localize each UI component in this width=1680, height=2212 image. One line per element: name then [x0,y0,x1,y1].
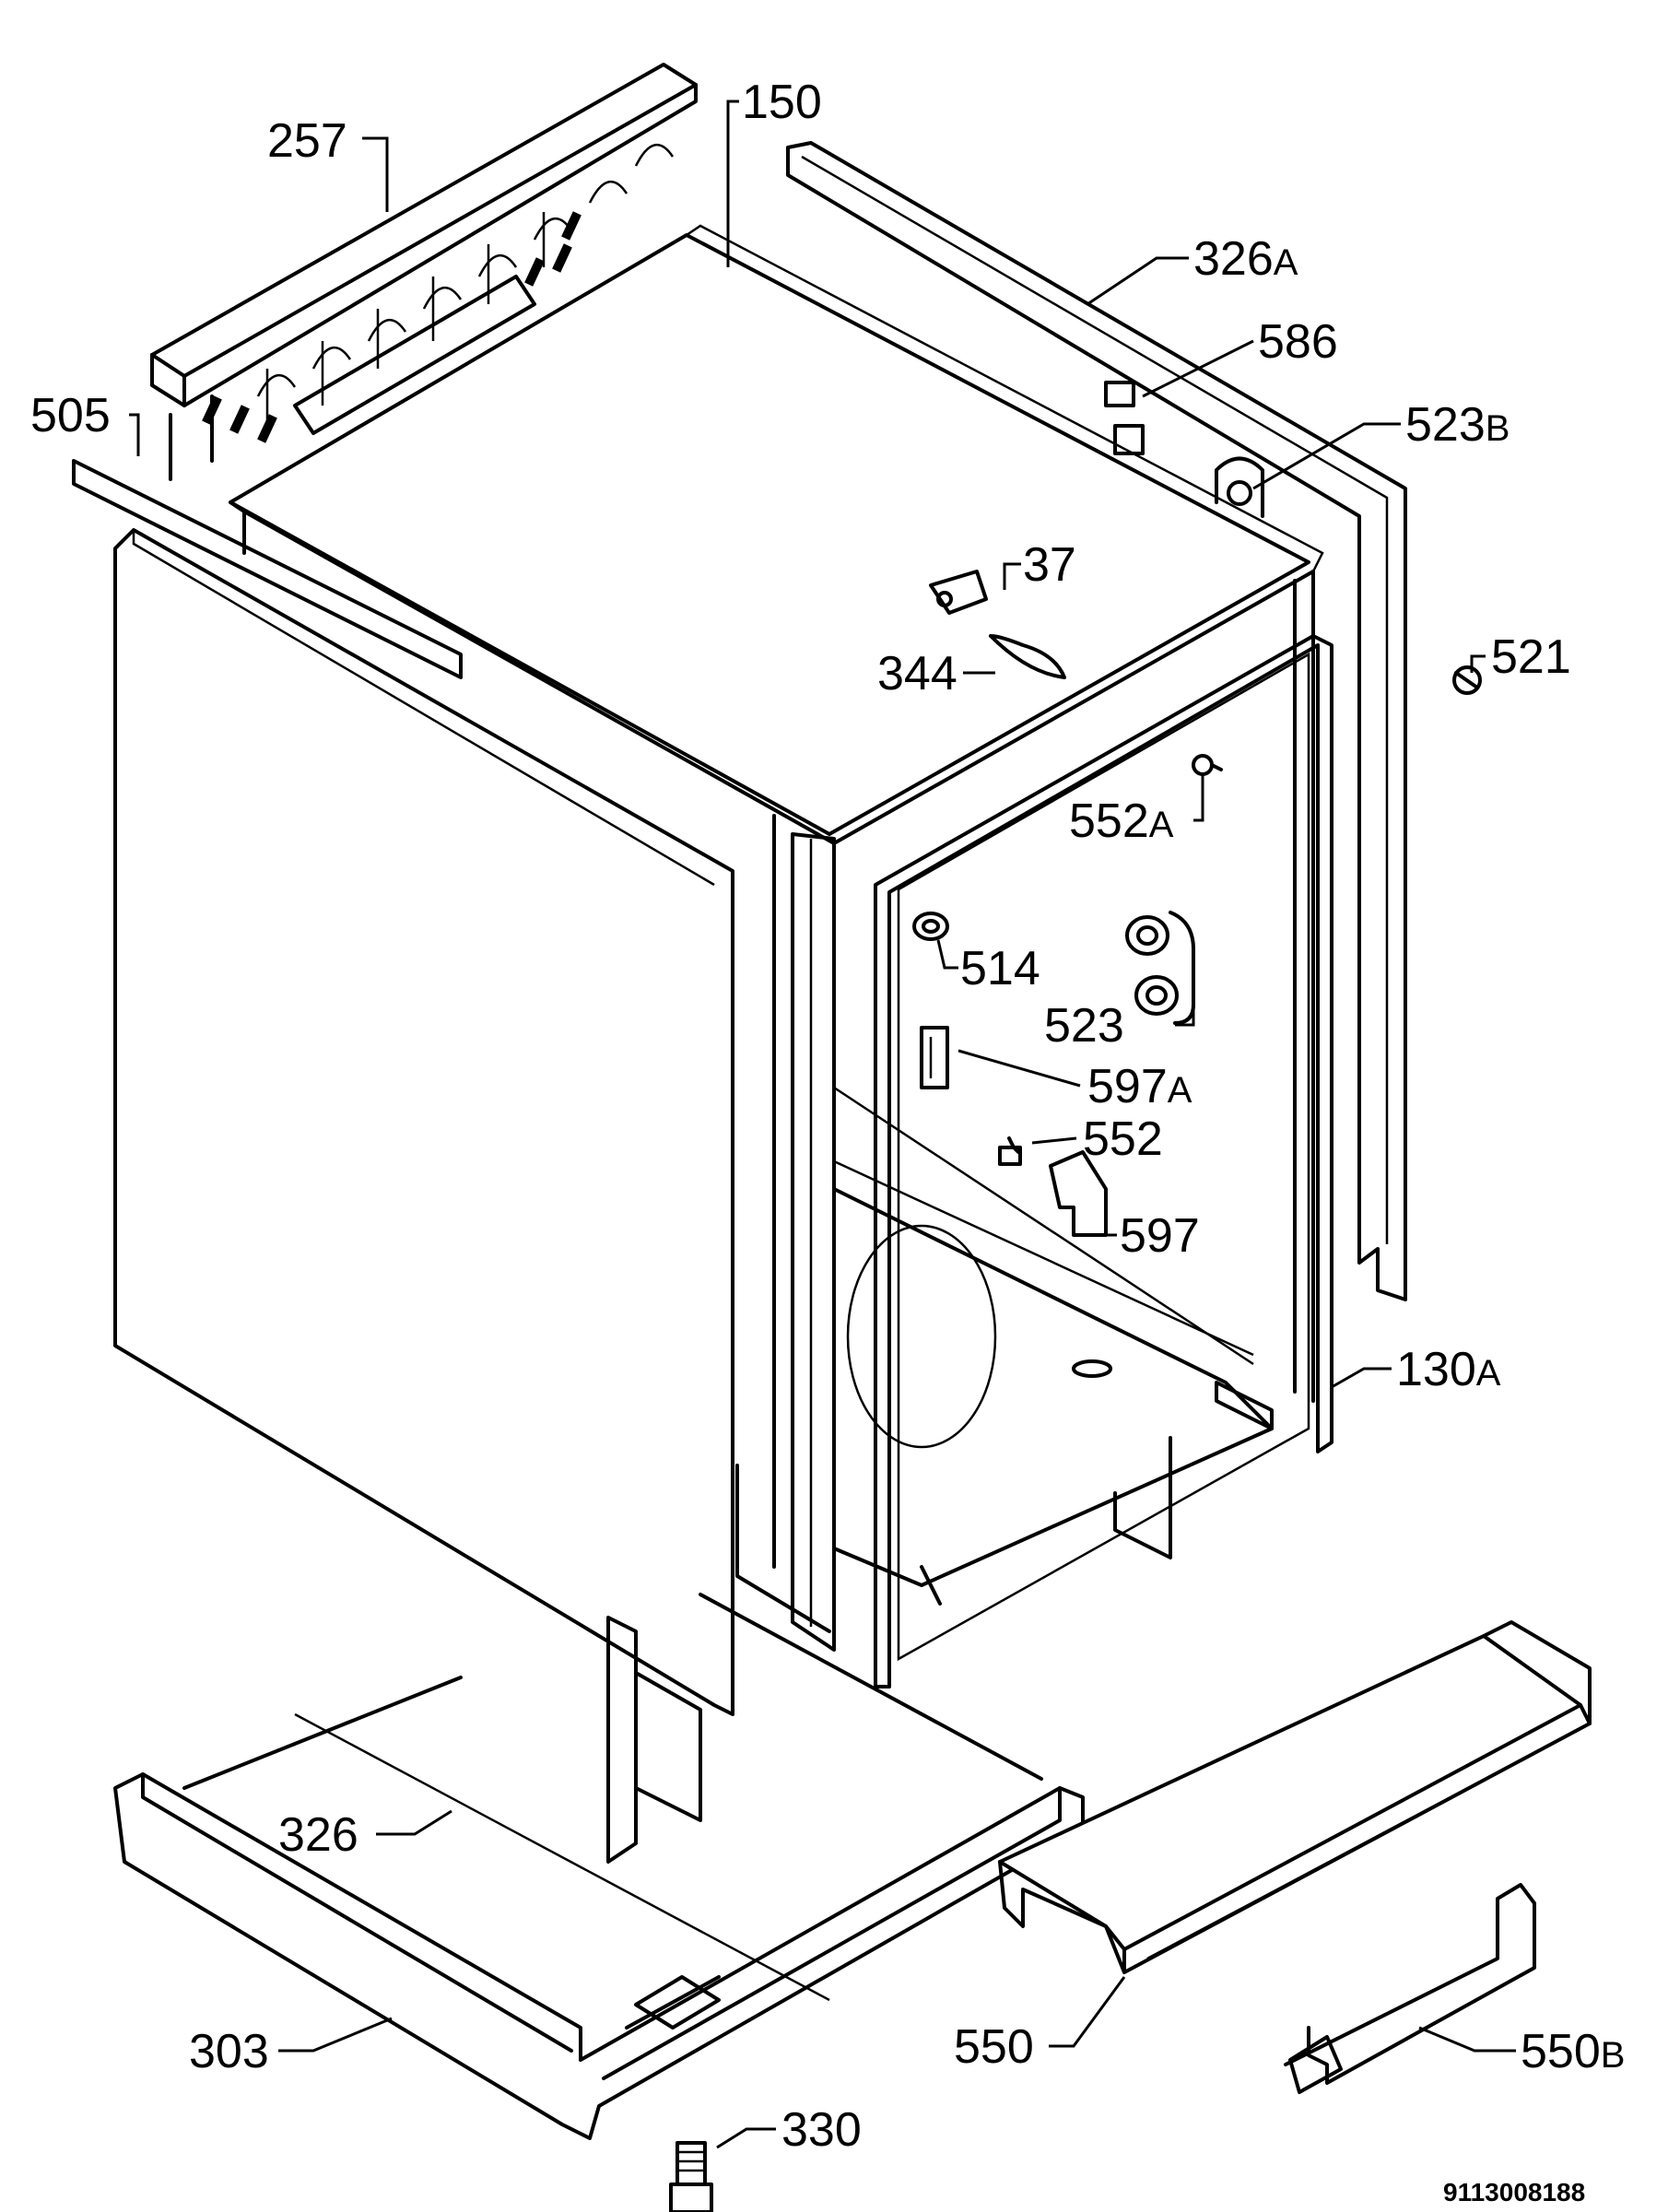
callout-37: 37 [1023,538,1076,592]
callout-505: 505 [30,389,111,442]
part-550-plinth [998,1620,1592,1974]
callout-552: 552 [1083,1112,1163,1166]
part-344-spring [989,634,1066,679]
part-552A-pin [1192,754,1223,776]
callout-597: 597 [1120,1209,1200,1263]
part-303-base [113,1593,1085,2140]
part-257-top-rail [150,63,698,481]
callout-326A: 326A [1193,232,1298,286]
part-552-rail [998,1136,1022,1166]
callout-326: 326 [278,1808,358,1862]
part-505-strip [72,459,463,679]
callout-552A: 552A [1069,794,1174,848]
part-150-cabinet [229,224,1324,1652]
part-523-rollers [1125,911,1195,1025]
callout-130A: 130A [1396,1343,1501,1396]
part-597A-clip [920,1026,949,1089]
part-326A-back-panel [786,141,1407,1301]
callout-597A: 597A [1087,1060,1192,1113]
part-130A-door-seal [874,634,1333,1688]
callout-521: 521 [1491,630,1571,684]
callout-523B: 523B [1405,398,1510,452]
callout-150: 150 [742,76,822,129]
callout-303: 303 [189,2025,269,2078]
document-number: 9113008188 [1443,2178,1585,2206]
callout-344: 344 [877,647,957,700]
part-330-foot [669,2141,713,2212]
part-514-plug [912,912,949,941]
leader-lines [129,100,1516,2149]
callout-550: 550 [954,2020,1034,2074]
callout-550B: 550B [1521,2025,1625,2078]
callout-257: 257 [267,114,347,168]
part-521-screw [1452,665,1482,695]
part-37-hinge [929,570,988,615]
part-326-side-panel [113,528,734,1864]
callout-514: 514 [960,942,1040,995]
part-597-guide [1049,1150,1108,1237]
callout-labels: 257 150 326A 586 523B 505 37 344 521 552… [30,76,1625,2157]
callout-523: 523 [1044,999,1124,1053]
callout-586: 586 [1258,315,1338,369]
callout-330: 330 [781,2103,862,2157]
part-550B-bracket [1284,1883,1536,2094]
